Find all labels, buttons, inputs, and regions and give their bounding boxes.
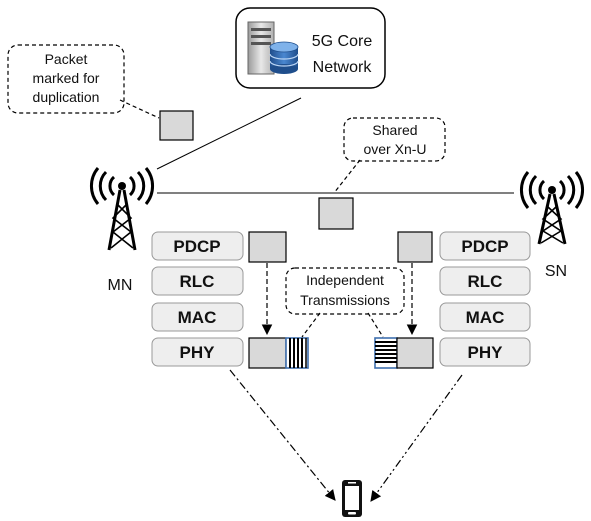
mn-phy-packet bbox=[248, 337, 287, 369]
sn-to-ue-link bbox=[370, 374, 463, 502]
mn-layer-mac-label: MAC bbox=[178, 308, 217, 327]
sn-layer-rlc bbox=[439, 266, 531, 296]
mn-layer-mac bbox=[151, 302, 244, 332]
mn-protocol-stack: PDCP RLC MAC PHY bbox=[151, 231, 244, 367]
sn-layer-phy bbox=[439, 337, 531, 367]
sn-horizontal-stripes bbox=[374, 337, 398, 369]
cell-tower-icon bbox=[90, 167, 154, 251]
callout-independent-line2: Transmissions bbox=[300, 292, 390, 308]
core-label-line1: 5G Core bbox=[312, 33, 373, 50]
callout-shared-line2: over Xn-U bbox=[363, 141, 426, 157]
callout-packet-line3: duplication bbox=[33, 89, 100, 105]
packet-block-core bbox=[159, 110, 194, 141]
callout-independent-transmissions: Independent Transmissions bbox=[285, 267, 405, 338]
mn-to-ue-link bbox=[229, 369, 336, 501]
mn-label: MN bbox=[108, 277, 133, 294]
mn-vertical-stripes bbox=[285, 337, 309, 369]
sn-layer-phy-label: PHY bbox=[468, 343, 504, 362]
core-to-mn-link bbox=[156, 97, 302, 170]
mn-layer-phy bbox=[151, 337, 244, 367]
cell-tower-icon bbox=[520, 171, 584, 245]
mn-layer-pdcp bbox=[151, 231, 244, 261]
packet-block-xn-u bbox=[318, 197, 354, 230]
mn-layer-rlc bbox=[151, 266, 244, 296]
sn-layer-pdcp bbox=[439, 231, 531, 261]
sn-label: SN bbox=[545, 263, 567, 280]
callout-packet-line1: Packet bbox=[45, 51, 88, 67]
mn-layer-pdcp-label: PDCP bbox=[173, 237, 220, 256]
callout-independent-line1: Independent bbox=[306, 272, 384, 288]
server-database-icon bbox=[247, 21, 299, 75]
mn-layer-rlc-label: RLC bbox=[180, 272, 215, 291]
callout-shared-xn-u: Shared over Xn-U bbox=[333, 117, 446, 194]
mn-layer-phy-label: PHY bbox=[180, 343, 216, 362]
sn-layer-rlc-label: RLC bbox=[468, 272, 503, 291]
sn-phy-packet bbox=[396, 337, 434, 369]
core-label-line2: Network bbox=[313, 59, 373, 76]
sn-pdcp-packet bbox=[397, 231, 433, 263]
callout-shared-line1: Shared bbox=[372, 122, 417, 138]
callout-packet-duplication: Packet marked for duplication bbox=[7, 44, 160, 119]
core-network-box: 5G Core Network bbox=[235, 7, 386, 89]
sn-layer-mac bbox=[439, 302, 531, 332]
callout-packet-line2: marked for bbox=[33, 70, 100, 86]
sn-layer-pdcp-label: PDCP bbox=[461, 237, 508, 256]
smartphone-icon bbox=[342, 480, 362, 517]
sn-protocol-stack: PDCP RLC MAC PHY bbox=[439, 231, 531, 367]
sn-layer-mac-label: MAC bbox=[466, 308, 505, 327]
mn-pdcp-packet bbox=[248, 231, 287, 263]
